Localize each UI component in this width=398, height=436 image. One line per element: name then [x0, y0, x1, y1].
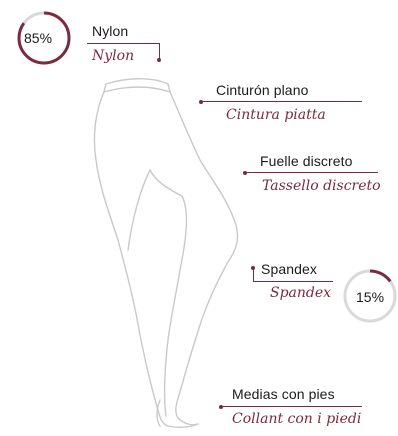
spandex-percent: 15% — [356, 289, 385, 305]
gusset-dot — [243, 171, 247, 175]
waistband-translation: Cintura piatta — [226, 107, 326, 123]
nylon-percent: 85% — [24, 30, 53, 46]
gusset-translation: Tassello discreto — [262, 178, 381, 194]
waistband-rule — [202, 101, 362, 102]
nylon-label: Nylon — [92, 23, 129, 39]
spandex-translation: Spandex — [270, 285, 332, 301]
spandex-label: Spandex — [261, 261, 317, 277]
spandex-rule — [253, 281, 333, 282]
feet-label: Medias con pies — [232, 386, 335, 402]
waistband-label: Cinturón plano — [216, 82, 309, 98]
feet-dot — [219, 405, 223, 409]
gusset-label: Fuelle discreto — [260, 153, 353, 169]
feet-translation: Collant con i piedi — [232, 411, 362, 427]
spandex-percent-ring — [343, 269, 397, 323]
product-diagram: 85% Nylon Nylon Cinturón plano Cintura p… — [17, 11, 397, 429]
waistband-dot — [199, 100, 203, 104]
feet-rule — [222, 406, 362, 407]
nylon-dot — [157, 58, 161, 62]
nylon-rule — [87, 43, 159, 44]
tights-sketch — [93, 78, 239, 429]
nylon-percent-ring — [17, 11, 71, 65]
nylon-translation: Nylon — [92, 48, 135, 64]
nylon-leader — [159, 43, 160, 59]
gusset-rule — [246, 172, 378, 173]
spandex-leader — [253, 268, 254, 282]
